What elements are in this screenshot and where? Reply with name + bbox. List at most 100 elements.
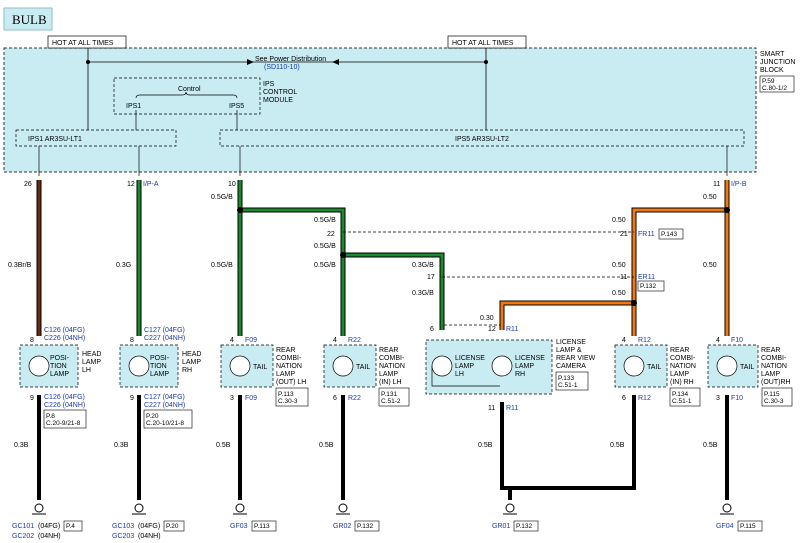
svg-text:LH: LH [82,367,91,374]
splice-pin-17: 17 [427,274,435,281]
ips-module-label-1: IPS [263,81,275,88]
svg-text:C226 (04NH): C226 (04NH) [44,335,85,342]
sjb-name-3: BLOCK [760,67,784,74]
svg-text:4: 4 [333,337,337,344]
title-box [3,7,53,31]
sjb-ref-box [759,75,795,93]
pin-top-2: 12 [127,181,135,188]
ground-gc202: GC202 [12,533,34,540]
ips1-box [15,129,177,147]
svg-text:C.30-3: C.30-3 [278,398,298,405]
svg-text:COMBI-: COMBI- [379,355,405,362]
svg-text:LH: LH [455,371,464,378]
lamp-rear-in-rh: TAIL REAR COMBI- NATION LAMP (IN) RH 4 R… [614,337,701,407]
svg-text:P.132: P.132 [516,523,533,530]
svg-text:8: 8 [130,337,134,344]
wire-label-b-4: 0.5B [319,442,334,449]
svg-text:P.134: P.134 [672,391,689,398]
ips-module-label-3: MODULE [263,97,293,104]
svg-text:C.30-3: C.30-3 [764,398,784,405]
svg-text:C.20-9/21-8: C.20-9/21-8 [46,420,81,427]
ips5-label: IPS5 [229,103,244,110]
lamp-license: LICENSE LAMP LH LICENSE LAMP RH LICENSE … [425,339,596,412]
svg-text:(IN) RH: (IN) RH [670,379,694,386]
svg-text:P.113: P.113 [278,391,294,398]
hot-label-right: HOT AT ALL TIMES [452,40,514,47]
er11-page: P.132 [640,283,657,290]
svg-text:C.20-10/21-8: C.20-10/21-8 [146,420,184,427]
wire-label-b-1: 0.3B [14,442,29,449]
smart-junction-block [3,47,757,173]
wire-label-b-7: 0.5B [703,442,718,449]
svg-text:TAIL: TAIL [253,364,267,371]
svg-text:P.113: P.113 [254,523,270,530]
svg-text:(04FG): (04FG) [38,523,60,530]
svg-text:LAMP: LAMP [761,371,780,378]
hot-label-left-box [47,35,127,49]
wire-label-gb-5: 0.5G/B [314,243,336,250]
wire-label-o-4: 0.50 [612,262,626,269]
svg-text:LAMP: LAMP [50,371,69,378]
lamp-rear-in-lh: TAIL REAR COMBI- NATION LAMP (IN) LH 4 R… [323,337,410,407]
svg-text:CAMERA: CAMERA [556,363,586,370]
svg-text:C227 (04NH): C227 (04NH) [144,335,185,342]
svg-text:(04FG): (04FG) [138,523,160,530]
ips1-label: IPS1 [126,103,141,110]
wire-label-o-3: 0.50 [612,217,626,224]
wire-orange [500,180,729,336]
ground-symbols [32,503,734,515]
wire-label-b-6: 0.5B [610,442,625,449]
lamp-rear-out-rh: TAIL REAR COMBI- NATION LAMP (OUT)RH 4 F… [707,337,793,407]
svg-text:C126 (04FG): C126 (04FG) [44,327,85,334]
svg-text:LAMP: LAMP [276,371,295,378]
svg-text:C.51-1: C.51-1 [558,382,578,389]
wire-label-gb-4: 0.5G/B [314,262,336,269]
svg-text:(OUT)RH: (OUT)RH [761,379,791,386]
wire-label-gb-2: 0.5G/B [211,262,233,269]
splice-pin-22: 22 [327,231,335,238]
svg-text:LAMP: LAMP [150,371,169,378]
svg-text:LAMP: LAMP [515,363,534,370]
conn-ipb: I/P-B [731,181,747,188]
svg-text:LAMP: LAMP [670,371,689,378]
pin-top-4: 11 [713,181,720,188]
svg-text:3: 3 [230,395,234,402]
svg-text:TAIL: TAIL [647,364,661,371]
wire-label-o-5: 0.50 [612,290,626,297]
license-pin-12: 12 [488,326,496,333]
wire-label-g: 0.3G [116,262,131,269]
svg-text:P.132: P.132 [357,523,374,530]
ground-gc103: GC103 [112,523,134,530]
ground-gf03: GF03 [230,523,248,530]
svg-text:(04NH): (04NH) [138,533,161,540]
svg-text:P.115: P.115 [740,523,756,530]
svg-text:(04NH): (04NH) [38,533,61,540]
sjb-coord: C.80-1/2 [762,85,787,92]
svg-text:8: 8 [30,337,34,344]
svg-text:POSI-: POSI- [50,355,70,362]
svg-text:R12: R12 [638,337,651,344]
svg-text:6: 6 [333,395,337,402]
conn-ipa: I/P-A [143,181,159,188]
license-pin-6: 6 [430,326,434,333]
svg-text:R12: R12 [638,395,651,402]
svg-text:R22: R22 [348,337,361,344]
svg-text:R22: R22 [348,395,361,402]
svg-text:P.133: P.133 [558,375,575,382]
ground-wires [37,395,729,500]
svg-text:4: 4 [622,337,626,344]
svg-text:C227 (04NH): C227 (04NH) [144,402,185,409]
conn-er11: ER11 [638,274,655,281]
svg-text:P.20: P.20 [146,413,159,420]
svg-text:LAMP &: LAMP & [556,347,582,354]
ips-control-text: Control [178,86,201,93]
svg-text:C127 (04FG): C127 (04FG) [144,327,185,334]
svg-text:F10: F10 [731,395,743,402]
ground-gf04: GF04 [716,523,734,530]
svg-text:REAR VIEW: REAR VIEW [556,355,596,362]
diagram-title: BULB [12,12,47,27]
svg-text:C226 (04NH): C226 (04NH) [44,402,85,409]
svg-text:4: 4 [716,337,720,344]
conn-fr11: FR11 [638,231,655,238]
svg-text:NATION: NATION [761,363,787,370]
